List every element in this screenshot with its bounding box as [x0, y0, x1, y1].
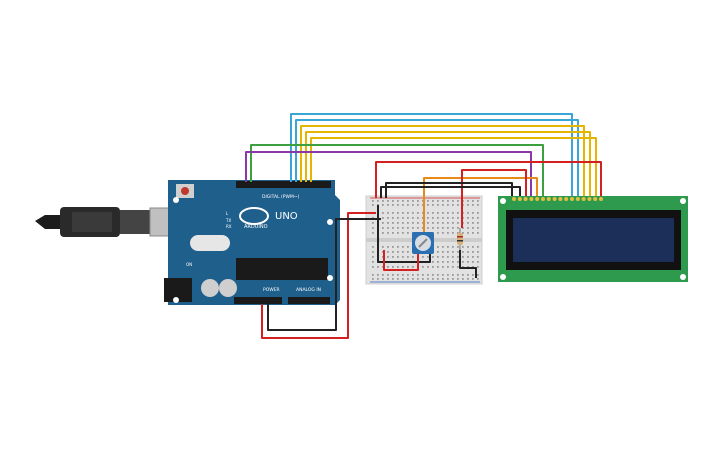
resistor-icon[interactable]	[457, 228, 463, 250]
lcd-pin	[552, 197, 557, 201]
wire[interactable]	[375, 161, 602, 198]
wire[interactable]	[310, 137, 597, 196]
rx-label: RX	[226, 224, 232, 229]
brand-label: ARDUINO	[244, 224, 268, 230]
lcd-pin	[593, 197, 598, 201]
lcd-pin	[517, 197, 522, 201]
lcd-pin	[512, 197, 516, 201]
tx-label: TX	[225, 218, 231, 223]
lcd-pin	[581, 197, 586, 201]
arduino-logo	[239, 207, 269, 225]
lcd-pin	[558, 197, 563, 201]
on-label: ON	[186, 262, 192, 267]
wire[interactable]	[290, 113, 573, 196]
wire[interactable]	[423, 177, 538, 232]
analog-label: ANALOG IN	[296, 287, 321, 293]
wire[interactable]	[461, 169, 527, 228]
lcd-pin	[575, 197, 580, 201]
crystal	[190, 235, 230, 251]
lcd-pin	[535, 197, 540, 201]
wire[interactable]	[377, 205, 431, 263]
model-label: UNO	[275, 211, 298, 222]
lcd-pin	[541, 197, 545, 201]
microcontroller-chip	[236, 258, 328, 280]
wiring	[245, 113, 602, 339]
potentiometer-icon[interactable]	[412, 232, 434, 254]
lcd-pin	[570, 197, 574, 201]
capacitor	[219, 279, 237, 297]
power-header[interactable]	[234, 297, 282, 304]
lcd-pin	[546, 197, 551, 201]
lcd-pin	[587, 197, 592, 201]
lcd-pin	[599, 197, 603, 201]
lcd-pin-header	[512, 197, 603, 201]
wire[interactable]	[305, 131, 591, 196]
capacitor	[201, 279, 219, 297]
lcd-pin	[529, 197, 534, 201]
wire[interactable]	[250, 144, 544, 196]
wire[interactable]	[380, 186, 521, 198]
wire[interactable]	[267, 218, 381, 331]
power-label: POWER	[263, 287, 280, 293]
wire[interactable]	[383, 250, 419, 271]
lcd-pin	[564, 197, 569, 201]
lcd-16x2-display[interactable]	[498, 196, 688, 282]
digital-header[interactable]	[236, 181, 331, 188]
lcd-screen	[513, 218, 674, 262]
arduino-uno-board[interactable]: ARDUINO UNO DIGITAL (PWM~) POWER ANALOG …	[164, 180, 340, 305]
analog-header[interactable]	[288, 297, 330, 304]
lcd-pin	[523, 197, 528, 201]
wire[interactable]	[459, 250, 477, 278]
wire[interactable]	[385, 182, 513, 198]
digital-label: DIGITAL (PWM~)	[262, 194, 300, 200]
wire[interactable]	[245, 151, 532, 196]
wire[interactable]	[261, 212, 376, 339]
l-label: L	[226, 211, 229, 216]
